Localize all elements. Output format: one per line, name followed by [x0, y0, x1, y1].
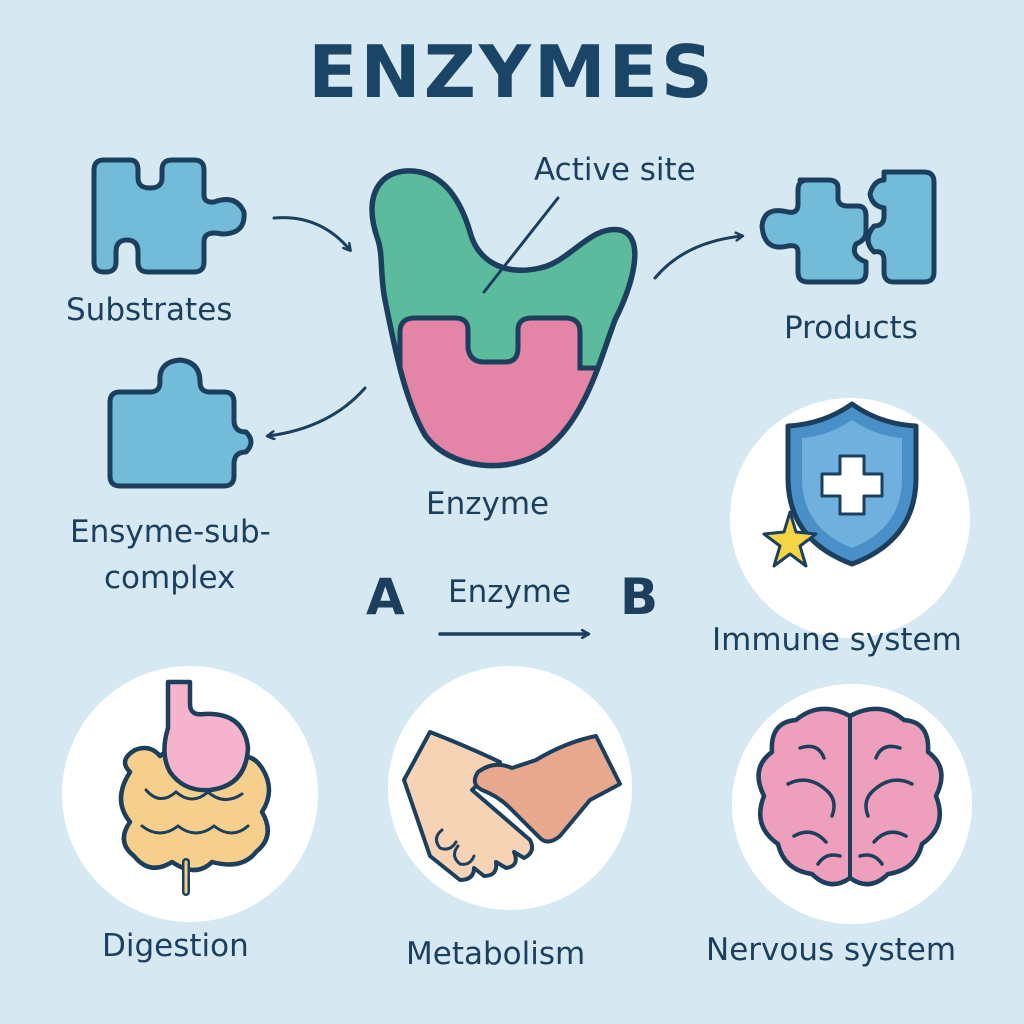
- enzyme-label: Enzyme: [426, 486, 550, 522]
- active-site-label: Active site: [534, 152, 696, 188]
- enzyme-icon: [369, 168, 638, 469]
- complex-puzzle-icon: [107, 357, 254, 489]
- metabolism-label: Metabolism: [406, 936, 586, 972]
- reaction-from: A: [366, 568, 405, 626]
- arrow-enzyme-to-products: [653, 236, 742, 280]
- complex-label-line2: complex: [104, 560, 236, 596]
- active-site-pointer: [482, 196, 560, 294]
- products-puzzle-icon: [759, 169, 937, 285]
- complex-label-line1: Ensyme-sub-: [70, 514, 271, 550]
- arrow-substrates-to-enzyme: [272, 216, 350, 250]
- reaction-to: B: [620, 568, 659, 626]
- substrates-puzzle-icon: [91, 157, 247, 275]
- nervous-label: Nervous system: [706, 932, 957, 968]
- shield-cross-icon: [762, 401, 919, 568]
- substrates-label: Substrates: [66, 292, 233, 328]
- page-title: ENZYMES: [308, 30, 716, 114]
- brain-icon: [756, 706, 944, 887]
- immune-label: Immune system: [712, 622, 962, 658]
- reaction-catalyst: Enzyme: [448, 574, 572, 610]
- stomach-intestine-icon: [118, 679, 272, 896]
- arrow-enzyme-to-complex: [268, 386, 367, 436]
- products-label: Products: [784, 310, 918, 346]
- digestion-label: Digestion: [102, 928, 249, 964]
- handshake-icon: [402, 730, 622, 882]
